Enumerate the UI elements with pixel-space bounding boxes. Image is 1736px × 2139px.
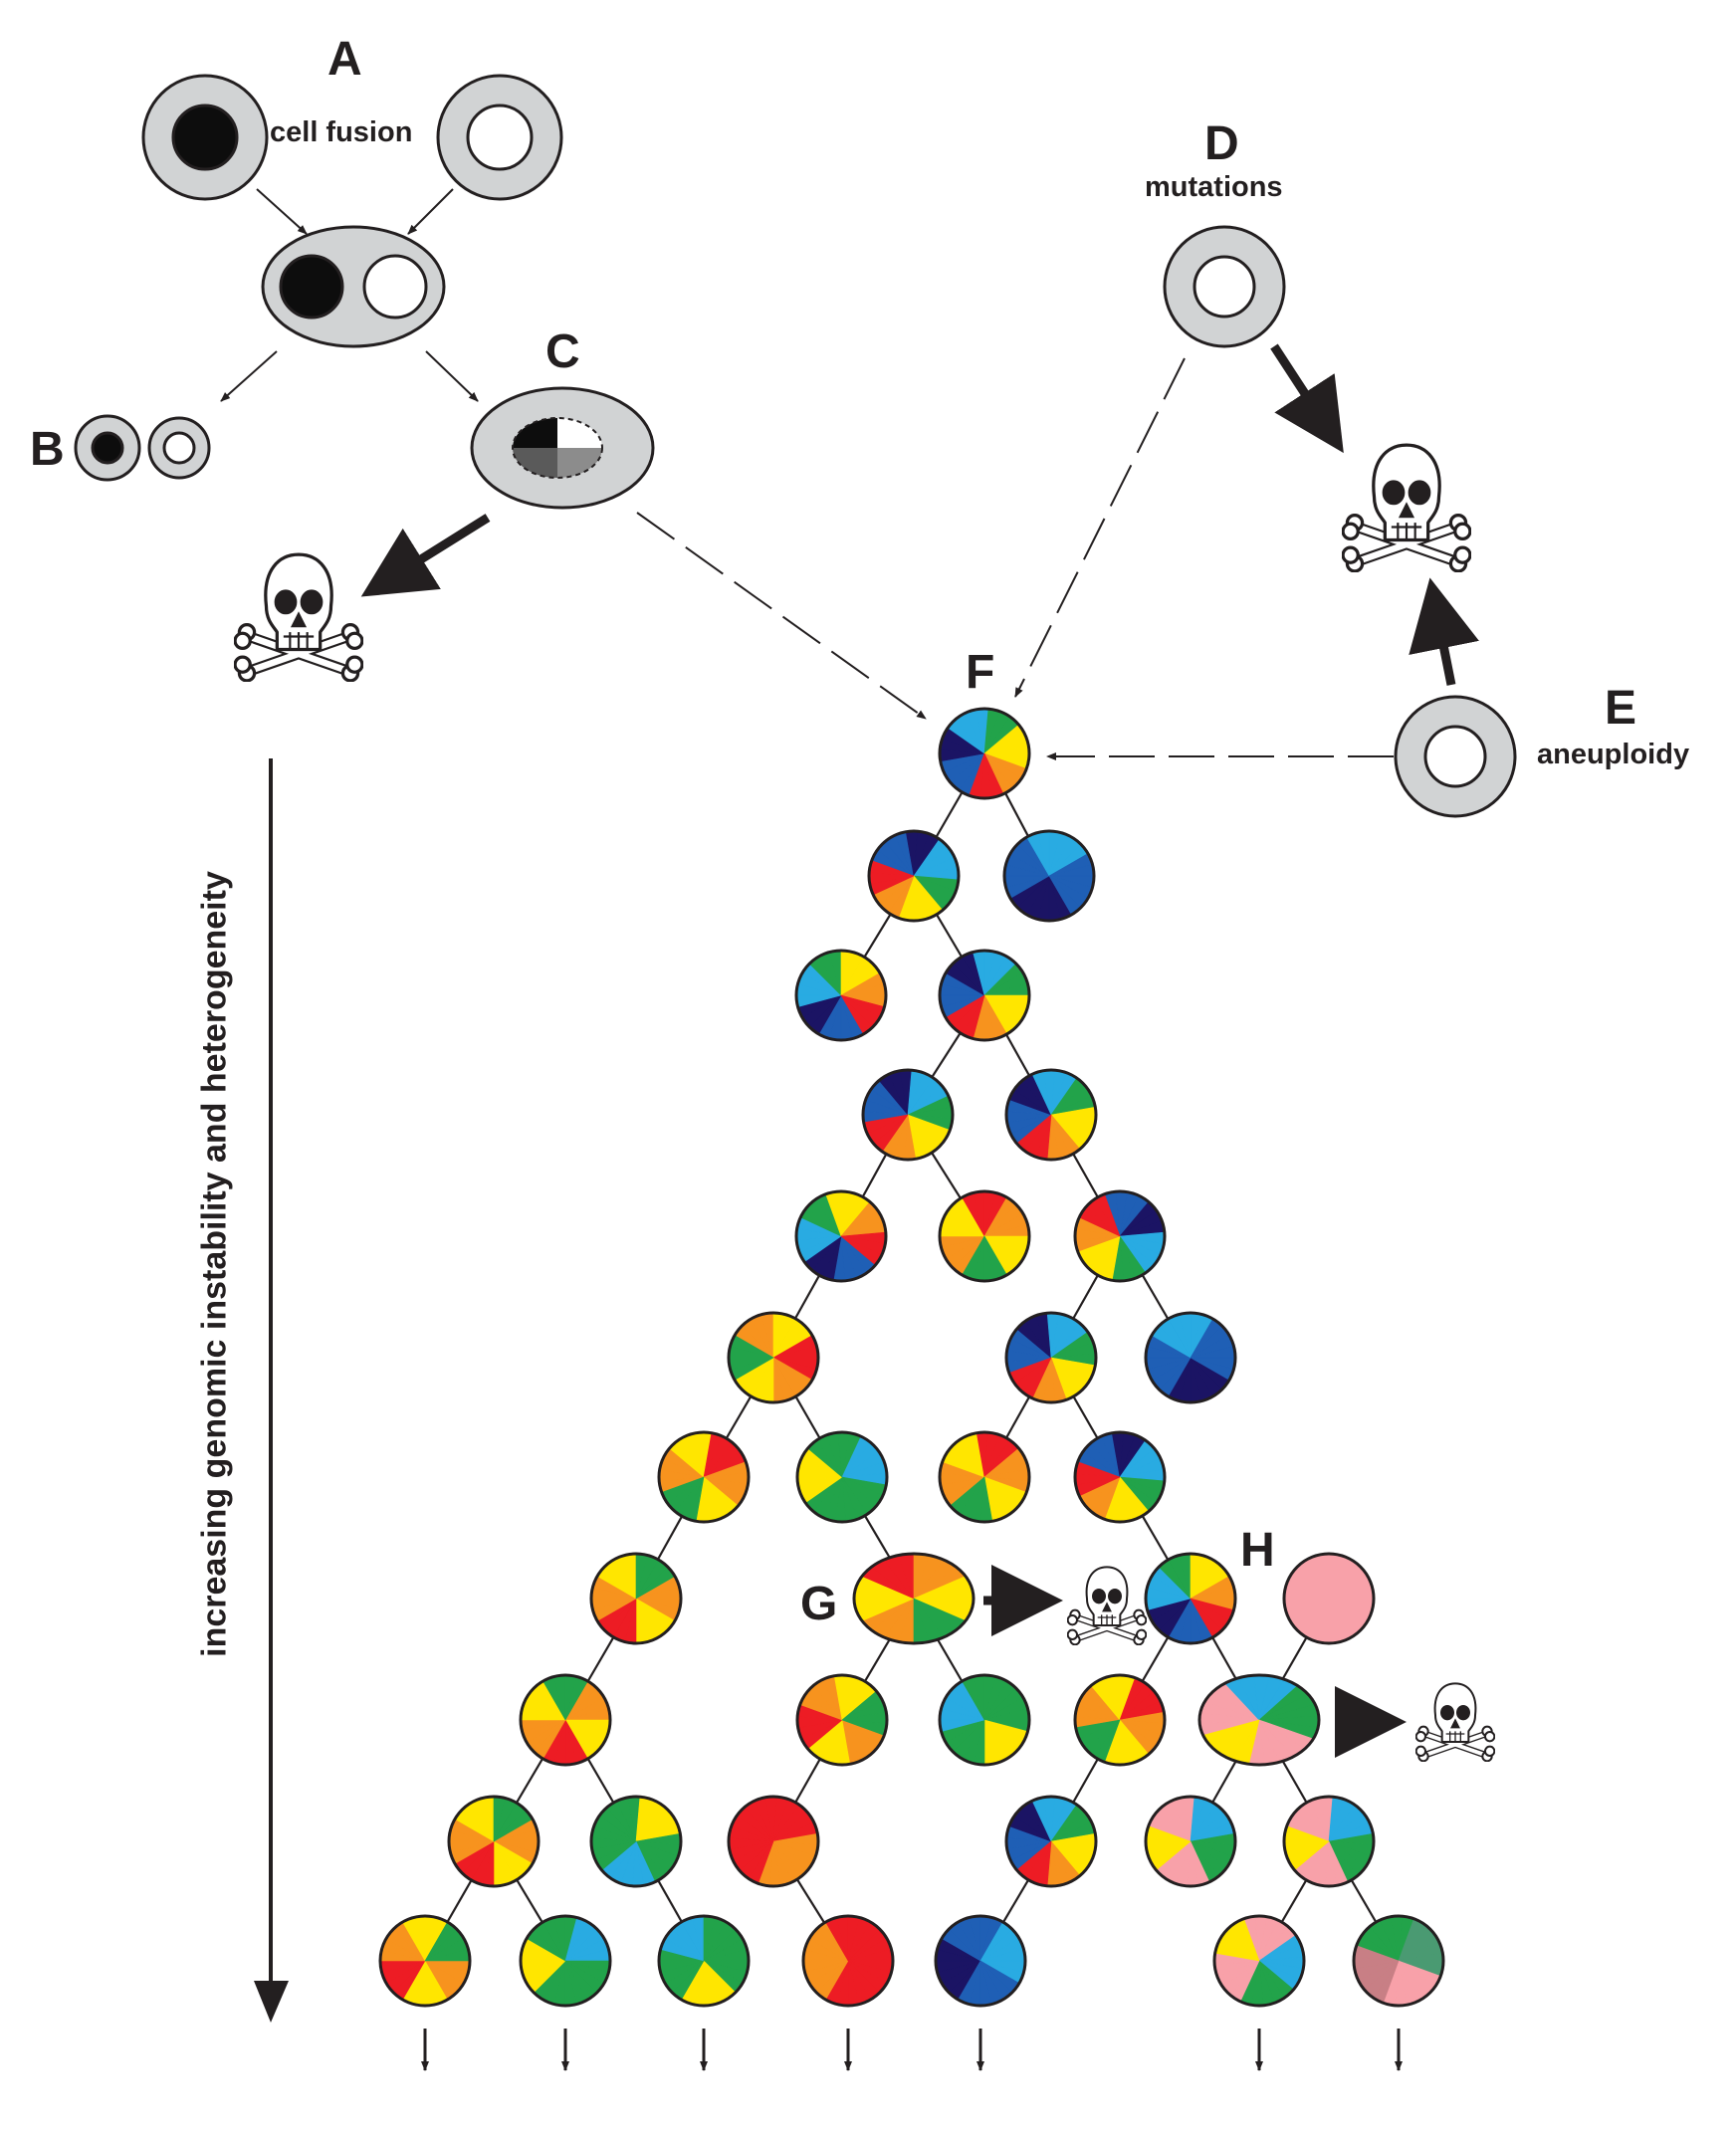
cell-d — [1163, 225, 1286, 348]
cell-r6-b — [795, 1430, 889, 1524]
cell-h-healthy — [1282, 1552, 1376, 1645]
cell-r1-b — [1002, 829, 1096, 923]
cell-r6-a — [657, 1430, 751, 1524]
parent-cell-a-light — [436, 74, 563, 201]
fused-cell — [261, 225, 446, 348]
flow-arrow — [407, 188, 454, 235]
cell-r5-a — [727, 1311, 820, 1404]
nucleus — [171, 104, 239, 171]
cell-r9-a — [447, 1795, 541, 1888]
death-arrow — [360, 514, 491, 597]
label-b: B — [30, 423, 65, 476]
cell-r1-a — [867, 829, 961, 923]
cell-r5-c — [1144, 1311, 1237, 1404]
skull-icon-c — [235, 554, 362, 681]
cell-r10-c — [657, 1914, 751, 2008]
flow-arrow — [256, 188, 308, 235]
label-a: A — [327, 33, 362, 86]
caption-mutations: mutations — [1145, 171, 1283, 203]
connector-layer — [424, 752, 1400, 1962]
cell-r10-g — [1352, 1914, 1445, 2008]
cell-layer — [74, 74, 1517, 2008]
cell-r9-d — [1004, 1795, 1098, 1888]
flow-arrow — [636, 512, 927, 720]
cell-r8-c — [938, 1673, 1031, 1767]
nucleus — [162, 431, 196, 465]
label-d: D — [1204, 117, 1239, 170]
daughter-cell-b-dark — [74, 414, 141, 482]
cell-r5-b — [1004, 1311, 1098, 1404]
cell-c-hybrid — [470, 386, 655, 510]
death-arrow — [1270, 343, 1344, 454]
cell-r2-a — [794, 949, 888, 1042]
nucleus — [1423, 725, 1487, 788]
label-c: C — [545, 325, 580, 378]
cell-r9-e — [1144, 1795, 1237, 1888]
label-f: F — [966, 646, 995, 699]
cell-r8-a — [519, 1673, 612, 1767]
cell-e — [1394, 695, 1517, 818]
cell-r10-e — [934, 1914, 1027, 2008]
label-g: G — [800, 1578, 838, 1630]
axis-label: increasing genomic instability and heter… — [195, 871, 234, 1657]
cell-r3-a — [861, 1068, 955, 1162]
cell-r4-b — [938, 1189, 1031, 1283]
cell-r8-d — [1073, 1673, 1167, 1767]
cell-r9-b — [589, 1795, 683, 1888]
cell-r6-d — [1073, 1430, 1167, 1524]
cell-r7-a — [589, 1552, 683, 1645]
label-h: H — [1240, 1524, 1275, 1577]
cell-r7-c — [1144, 1552, 1237, 1645]
nucleus — [91, 431, 124, 465]
cell-r4-c — [1073, 1189, 1167, 1283]
arrow-layer — [220, 188, 1479, 2071]
axis-arrow-head — [254, 1981, 289, 2023]
cell-r8-e — [1197, 1673, 1321, 1767]
cell-r10-b — [519, 1914, 612, 2008]
caption-aneuploidy: aneuploidy — [1537, 739, 1690, 770]
skull-icon-h — [1416, 1683, 1495, 1761]
label-e: E — [1605, 682, 1637, 735]
caption-cell-fusion: cell fusion — [270, 116, 413, 148]
cell-r10-d — [801, 1914, 895, 2008]
daughter-cell-b-light — [147, 416, 211, 480]
cell-r10-a — [378, 1914, 472, 2008]
nucleus — [466, 104, 534, 171]
cell-g — [852, 1552, 976, 1645]
cell-r8-b — [795, 1673, 889, 1767]
parent-cell-a-dark — [141, 74, 269, 201]
skull-icon-g — [1068, 1567, 1147, 1644]
cell-r3-b — [1004, 1068, 1098, 1162]
cell-f — [938, 707, 1031, 800]
cell-r4-a — [794, 1189, 888, 1283]
cell-r9-f — [1282, 1795, 1376, 1888]
skull-icon-d — [1343, 445, 1470, 571]
flow-arrow — [220, 350, 278, 402]
flow-arrow — [425, 350, 479, 402]
death-arrow — [1409, 577, 1479, 686]
nucleus — [1193, 255, 1256, 319]
cell-r10-f — [1212, 1914, 1306, 2008]
flow-arrow — [1014, 357, 1186, 698]
cell-r6-c — [938, 1430, 1031, 1524]
cell-r2-b — [938, 949, 1031, 1042]
cell-r9-c — [727, 1795, 820, 1888]
